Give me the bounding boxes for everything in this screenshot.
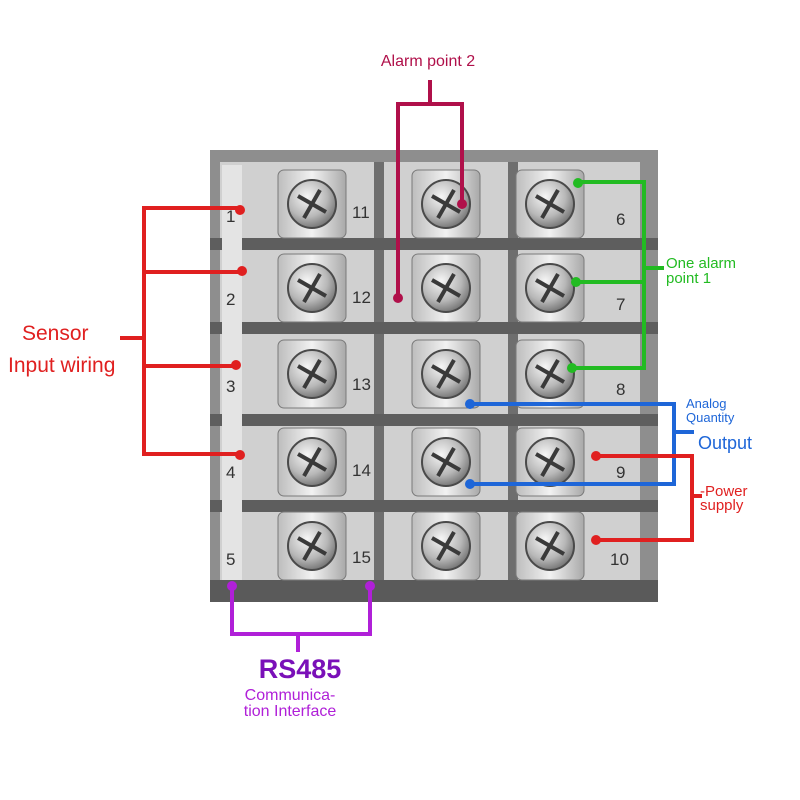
terminal-number-5: 5 — [226, 550, 235, 569]
alarm-point-1-dot-8 — [567, 363, 577, 373]
label-alarm-point-2: Alarm point 2 — [381, 53, 475, 70]
label-comm-line2: tion Interface — [244, 703, 337, 720]
screw-icon — [515, 511, 585, 581]
terminal-number-4: 4 — [226, 463, 235, 482]
screw-icon — [411, 427, 481, 497]
alarm-point-1-dot-6 — [573, 178, 583, 188]
power-supply-wiring — [596, 454, 702, 542]
rs485-dot-15 — [365, 581, 375, 591]
terminal-number-1: 1 — [226, 207, 235, 226]
screw-icon — [411, 511, 481, 581]
screw-grid — [277, 169, 585, 581]
sensor-dot-1 — [235, 205, 245, 215]
screw-icon — [411, 253, 481, 323]
alarm-point-2-dot-top — [457, 199, 467, 209]
label-analog-line1: Analog — [686, 396, 726, 411]
screw-icon — [515, 253, 585, 323]
sensor-input-wiring — [120, 206, 240, 456]
rs485-wiring — [230, 586, 372, 652]
terminal-number-15: 15 — [352, 548, 371, 567]
label-rs485: RS485 — [259, 654, 342, 684]
label-analog-line2: Quantity — [686, 410, 735, 425]
terminal-number-2: 2 — [226, 290, 235, 309]
alarm-point-2-dot-bottom — [393, 293, 403, 303]
analog-dot-bottom — [465, 479, 475, 489]
terminal-number-11: 11 — [352, 203, 370, 222]
label-comm-line1: Communica- — [245, 687, 336, 704]
screw-icon — [515, 427, 585, 497]
analog-output-wiring — [470, 402, 694, 486]
rs485-dot-5 — [227, 581, 237, 591]
sensor-dot-2 — [237, 266, 247, 276]
screw-icon — [277, 339, 347, 409]
alarm-point-1-dot-7 — [571, 277, 581, 287]
screw-icon — [277, 427, 347, 497]
label-alarm-point-1-line1: One alarm — [666, 255, 736, 272]
alarm-point-2-wiring — [396, 80, 464, 298]
label-power-line1: -Power — [700, 483, 748, 500]
screw-icon — [277, 253, 347, 323]
analog-dot-top — [465, 399, 475, 409]
sensor-dot-3 — [231, 360, 241, 370]
screw-icon — [277, 169, 347, 239]
label-sensor-line2: Input wiring — [8, 354, 115, 377]
screw-icon — [411, 339, 481, 409]
terminal-number-14: 14 — [352, 461, 371, 480]
label-sensor-line1: Sensor — [22, 322, 89, 345]
label-power-line2: supply — [700, 497, 744, 514]
terminal-number-3: 3 — [226, 377, 235, 396]
screw-icon — [411, 169, 481, 239]
screw-icon — [277, 511, 347, 581]
terminal-number-6: 6 — [616, 210, 625, 229]
terminal-number-12: 12 — [352, 288, 371, 307]
alarm-point-1-wiring — [572, 180, 664, 370]
terminal-number-7: 7 — [616, 295, 625, 314]
terminal-number-13: 13 — [352, 375, 371, 394]
power-dot-10 — [591, 535, 601, 545]
power-dot-9 — [591, 451, 601, 461]
sensor-dot-4 — [235, 450, 245, 460]
label-alarm-point-1-line2: point 1 — [666, 270, 711, 287]
screw-icon — [515, 169, 585, 239]
terminal-number-8: 8 — [616, 380, 625, 399]
terminal-number-9: 9 — [616, 463, 625, 482]
terminal-number-10: 10 — [610, 550, 629, 569]
terminal-numbers: 1 2 3 4 5 11 12 13 14 15 6 7 8 9 10 — [226, 203, 629, 569]
label-output: Output — [698, 433, 752, 453]
screw-icon — [515, 339, 585, 409]
